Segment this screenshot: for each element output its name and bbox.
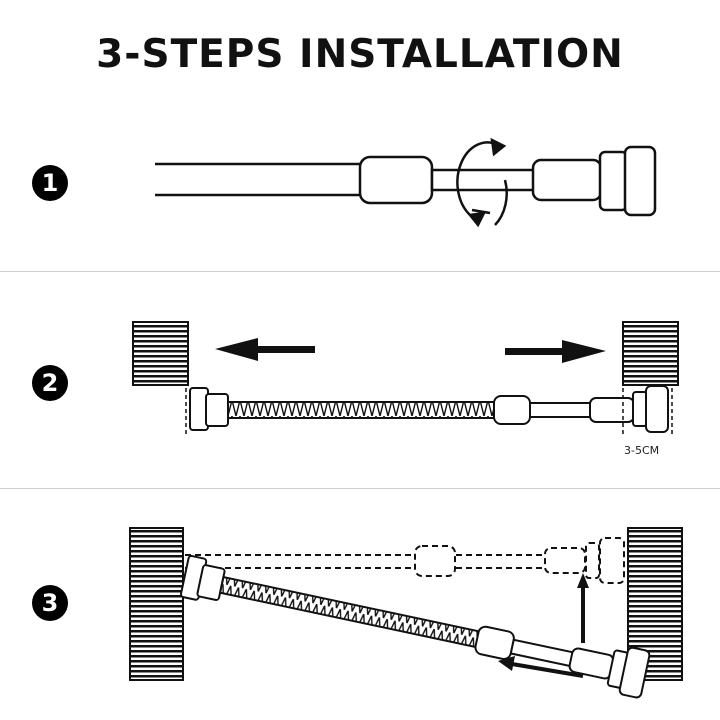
step-1-rod	[155, 145, 657, 217]
gap-markers	[185, 388, 673, 437]
arrow-right-icon	[505, 340, 606, 363]
divider	[0, 271, 720, 272]
page-title: 3-STEPS INSTALLATION	[96, 32, 624, 77]
right-wall	[622, 321, 679, 386]
arrow-left-icon	[215, 338, 315, 361]
step-2-rod	[189, 385, 669, 433]
target-rod-outline	[185, 537, 625, 584]
arrow-up-icon	[577, 573, 589, 643]
left-wall	[132, 321, 189, 386]
arrow-left-icon	[498, 656, 584, 678]
step-3-badge: 3	[32, 585, 68, 621]
step-3-rod	[179, 554, 651, 699]
step-1-badge: 1	[32, 165, 68, 201]
divider	[0, 488, 720, 489]
step-2-badge: 2	[32, 365, 68, 401]
rotate-arrows-icon	[456, 137, 508, 228]
left-wall	[129, 527, 184, 681]
gap-label: 3-5CM	[624, 444, 659, 457]
